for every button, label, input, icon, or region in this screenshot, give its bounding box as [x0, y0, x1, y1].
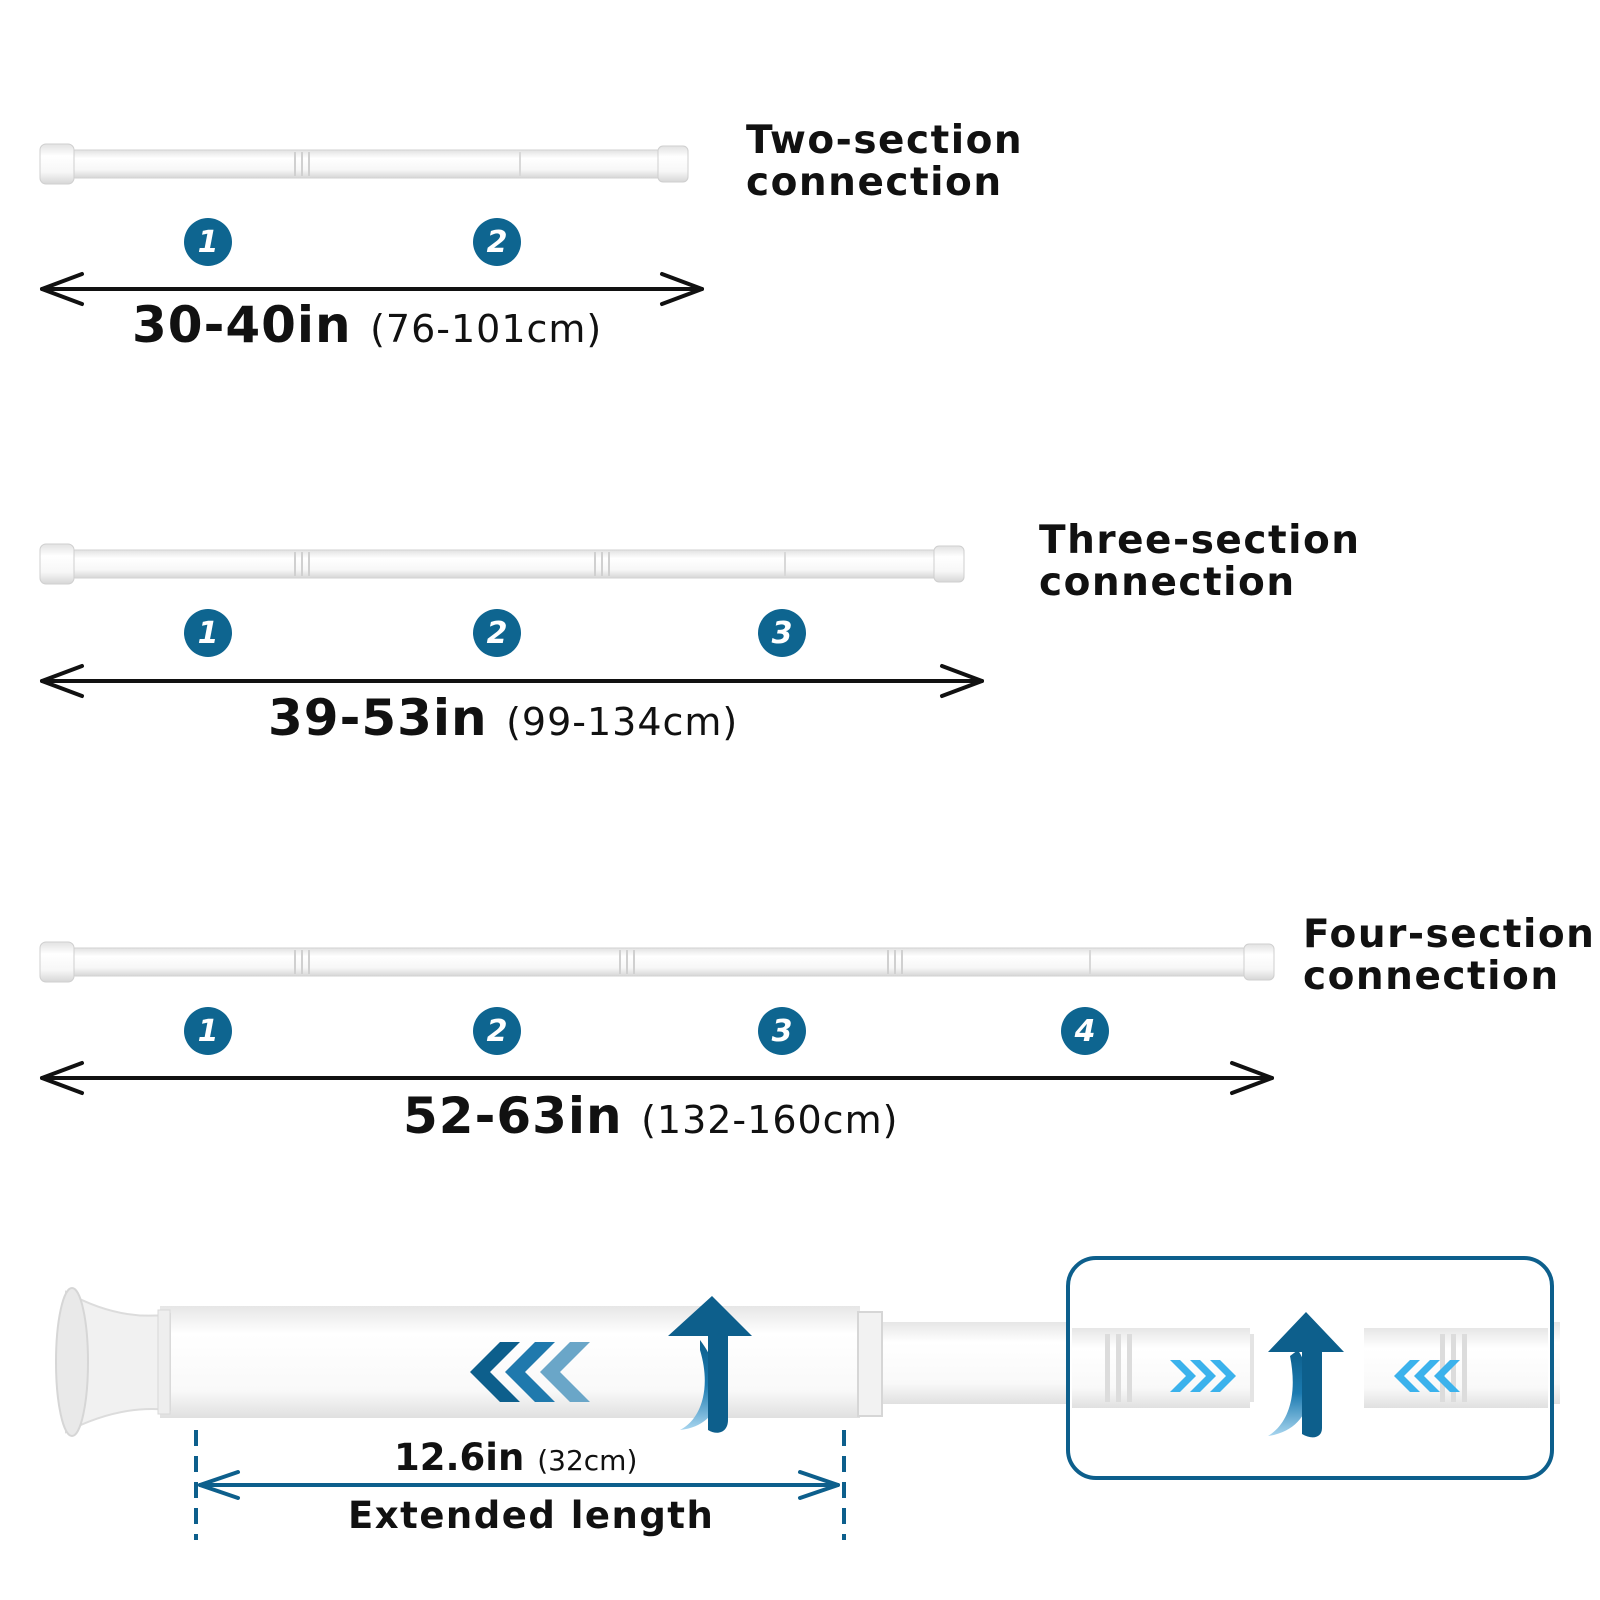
badge-number: 4	[1074, 1014, 1096, 1049]
number-badge-icon: 3	[758, 609, 806, 657]
badge-number: 1	[198, 225, 219, 260]
chevron-right-icon	[1170, 1360, 1236, 1392]
section-label-line2: connection	[746, 160, 1003, 205]
extended-inches: 12.6in	[394, 1436, 525, 1479]
length-range-two: 30-40in (76-101cm)	[132, 296, 602, 354]
number-badge-icon: 1	[184, 218, 232, 266]
rod-two-section	[39, 143, 689, 185]
rotate-arrow-icon	[668, 1296, 752, 1433]
badge-number: 2	[487, 1014, 508, 1049]
section-label-four: Four-section connection	[1303, 914, 1595, 998]
number-badge-icon: 2	[473, 218, 521, 266]
section-label-line1: Four-section	[1303, 912, 1596, 957]
length-inches: 52-63in	[403, 1087, 623, 1145]
length-range-three: 39-53in (99-134cm)	[268, 689, 738, 747]
section-label-line2: connection	[1039, 560, 1296, 605]
section-label-three: Three-section connection	[1039, 520, 1361, 604]
number-badge-icon: 2	[473, 1007, 521, 1055]
badge-number: 1	[198, 1014, 219, 1049]
length-inches: 30-40in	[132, 296, 352, 354]
double-arrow-icon	[40, 1061, 1274, 1095]
badge-number: 3	[772, 616, 793, 651]
badge-number: 2	[487, 616, 508, 651]
extended-length-guides	[194, 1430, 846, 1540]
section-label-line1: Three-section	[1039, 518, 1361, 563]
extended-length-label: Extended length	[348, 1494, 715, 1537]
connection-inset	[1066, 1256, 1554, 1480]
double-arrow-icon	[40, 272, 704, 306]
length-inches: 39-53in	[268, 689, 488, 747]
number-badge-icon: 1	[184, 1007, 232, 1055]
double-arrow-icon	[40, 664, 984, 698]
badge-number: 1	[198, 616, 219, 651]
badge-number: 2	[487, 225, 508, 260]
number-badge-icon: 1	[184, 609, 232, 657]
length-cm: (132-160cm)	[641, 1098, 899, 1142]
extended-measurement: 12.6in (32cm)	[394, 1436, 637, 1479]
length-cm: (76-101cm)	[370, 307, 603, 351]
length-cm: (99-134cm)	[506, 700, 739, 744]
chevron-left-icon	[1394, 1360, 1460, 1392]
extended-cm: (32cm)	[537, 1444, 638, 1477]
number-badge-icon: 4	[1061, 1007, 1109, 1055]
rod-three-section	[39, 543, 965, 585]
badge-number: 3	[772, 1014, 793, 1049]
section-label-two: Two-section connection	[746, 120, 1023, 204]
number-badge-icon: 3	[758, 1007, 806, 1055]
number-badge-icon: 2	[473, 609, 521, 657]
section-label-line1: Two-section	[746, 118, 1024, 163]
rotate-arrow-icon	[1268, 1312, 1344, 1438]
section-label-line2: connection	[1303, 954, 1560, 999]
rod-four-section	[39, 941, 1275, 983]
double-arrow-icon	[198, 1470, 840, 1500]
length-range-four: 52-63in (132-160cm)	[403, 1087, 898, 1145]
